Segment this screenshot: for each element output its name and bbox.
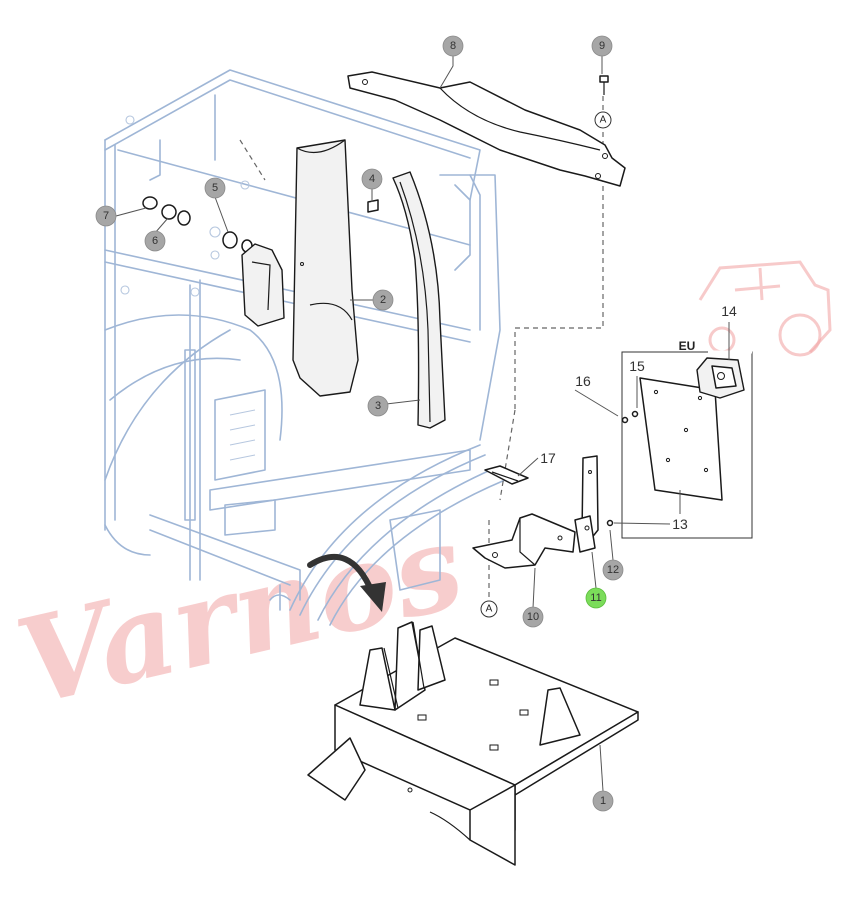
leader-lines <box>115 56 730 792</box>
eu-label: EU <box>679 339 696 353</box>
callout-11-highlighted: 11 <box>585 587 607 609</box>
label-13: 13 <box>672 516 688 532</box>
svg-text:5: 5 <box>212 182 218 194</box>
svg-text:11: 11 <box>590 592 601 604</box>
label-14: 14 <box>721 303 737 319</box>
callout-12: 12 <box>602 559 624 581</box>
part-10-bracket <box>472 513 576 569</box>
eu-box: EU <box>621 339 753 539</box>
callout-1: 1 <box>592 790 614 812</box>
callout-2: 2 <box>372 289 394 311</box>
ref-marker-a-top: A <box>594 111 612 129</box>
ref-marker-a-bottom: A <box>480 600 498 618</box>
svg-text:3: 3 <box>375 400 381 412</box>
reservoir-bottle <box>241 243 285 327</box>
assembly-direction-arrow <box>307 553 386 612</box>
svg-text:4: 4 <box>369 173 375 185</box>
callout-8: 8 <box>442 35 464 57</box>
label-17: 17 <box>540 450 556 466</box>
watermark-tractor-logo <box>698 260 832 357</box>
part-14-lamp <box>696 357 745 399</box>
svg-text:8: 8 <box>450 40 456 52</box>
callout-9: 9 <box>591 35 613 57</box>
callout-7: 7 <box>95 205 117 227</box>
part-5-6-7-washer-set <box>142 196 253 253</box>
cab-frame <box>104 69 506 626</box>
part-2-pillar-trim <box>292 139 359 397</box>
label-16: 16 <box>575 373 591 389</box>
part-9-bolt <box>599 75 609 95</box>
part-1-platform <box>307 621 639 866</box>
callout-3: 3 <box>367 395 389 417</box>
callout-5: 5 <box>204 177 226 199</box>
svg-text:6: 6 <box>152 235 158 247</box>
part-3-curved-rail <box>392 171 446 429</box>
svg-text:2: 2 <box>380 294 386 306</box>
svg-text:1: 1 <box>600 795 606 807</box>
svg-text:12: 12 <box>607 564 619 576</box>
svg-text:10: 10 <box>527 611 539 623</box>
label-15: 15 <box>629 358 645 374</box>
callout-10: 10 <box>522 606 544 628</box>
callout-4: 4 <box>361 168 383 190</box>
svg-text:9: 9 <box>599 40 605 52</box>
callout-6: 6 <box>144 230 166 252</box>
part-11-vertical-bracket <box>574 455 599 553</box>
part-8-top-plate <box>347 71 626 187</box>
svg-text:A: A <box>486 604 493 615</box>
part-17-shim <box>484 465 529 485</box>
svg-text:A: A <box>600 115 607 126</box>
part-4-clip <box>367 199 379 213</box>
svg-text:7: 7 <box>103 210 109 222</box>
part-13-plate <box>639 377 723 501</box>
part-15-16-fasteners <box>606 410 639 527</box>
